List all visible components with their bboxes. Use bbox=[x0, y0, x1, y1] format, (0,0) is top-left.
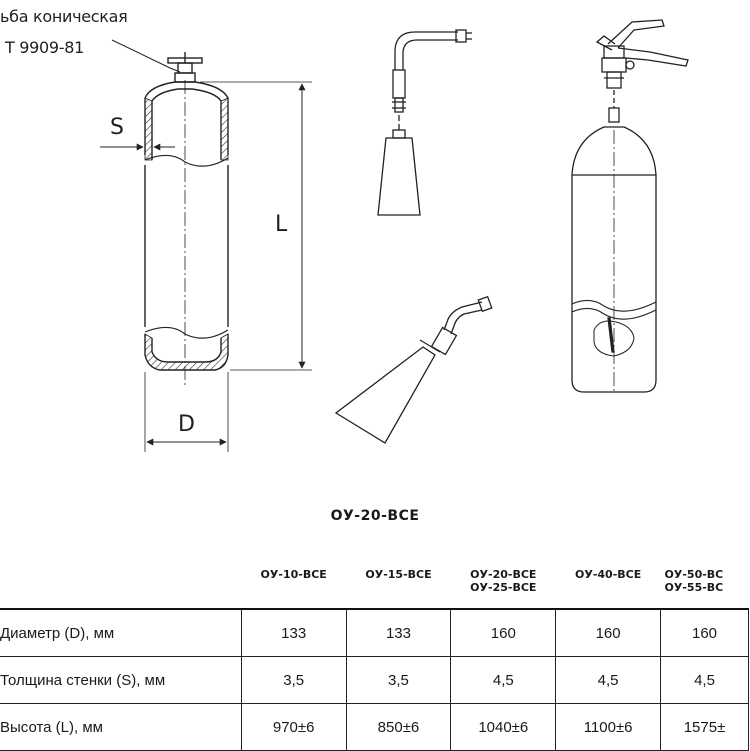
extinguisher-drawing bbox=[571, 19, 689, 393]
cylinder-section-drawing bbox=[100, 39, 312, 452]
table-header-empty bbox=[0, 560, 241, 609]
row-label: Толщина стенки (S), мм bbox=[0, 656, 242, 704]
column-header-line1: ОУ-40-ВСЕ bbox=[574, 568, 642, 581]
column-header-line2: ОУ-25-ВСЕ bbox=[470, 581, 537, 594]
table-row: Диаметр (D), мм 133 133 160 160 160 bbox=[0, 608, 749, 657]
column-header-line1: ОУ-15-ВСЕ bbox=[365, 568, 432, 581]
table-cell: 4,5 bbox=[450, 656, 557, 704]
thread-callout-line2: T 9909-81 bbox=[5, 38, 85, 57]
table-cell: 970±6 bbox=[240, 703, 347, 751]
table-cell: 160 bbox=[660, 608, 749, 657]
wall-thickness-dimension-label: S bbox=[110, 115, 124, 140]
table-row: Толщина стенки (S), мм 3,5 3,5 4,5 4,5 4… bbox=[0, 656, 749, 704]
column-header: ОУ-40-ВСЕ bbox=[556, 560, 661, 609]
thread-callout-line1: ьба коническая bbox=[0, 7, 128, 26]
table-cell: 160 bbox=[555, 608, 662, 657]
table-cell: 3,5 bbox=[240, 656, 347, 704]
technical-drawing bbox=[100, 19, 689, 452]
column-header-line2: ОУ-55-ВС bbox=[664, 581, 724, 594]
table-cell: 133 bbox=[240, 608, 347, 657]
column-header: ОУ-15-ВСЕ bbox=[346, 560, 451, 609]
table-cell: 133 bbox=[345, 608, 452, 657]
column-header-line1: ОУ-20-ВСЕ bbox=[470, 568, 537, 581]
model-title: ОУ-20-ВСЕ bbox=[330, 508, 420, 524]
row-label: Высота (L), мм bbox=[0, 703, 242, 751]
table-cell: 850±6 bbox=[345, 703, 452, 751]
table-cell: 1100±6 bbox=[555, 703, 662, 751]
column-header-line1: ОУ-10-ВСЕ bbox=[260, 568, 327, 581]
height-dimension-label: L bbox=[275, 212, 288, 237]
table-row: Высота (L), мм 970±6 850±6 1040±6 1100±6… bbox=[0, 703, 749, 751]
table-cell: 4,5 bbox=[555, 656, 662, 704]
column-header: ОУ-10-ВСЕ bbox=[241, 560, 346, 609]
table-cell: 4,5 bbox=[660, 656, 749, 704]
table-cell: 160 bbox=[450, 608, 557, 657]
angled-horn-drawing bbox=[334, 295, 493, 444]
diameter-dimension-label: D bbox=[178, 412, 195, 437]
column-header-line1: ОУ-50-ВС bbox=[664, 568, 724, 581]
table-cell: 3,5 bbox=[345, 656, 452, 704]
table-cell: 1040±6 bbox=[450, 703, 557, 751]
table-cell: 1575± bbox=[660, 703, 749, 751]
row-label: Диаметр (D), мм bbox=[0, 608, 242, 657]
vertical-horn-drawing bbox=[377, 29, 472, 216]
